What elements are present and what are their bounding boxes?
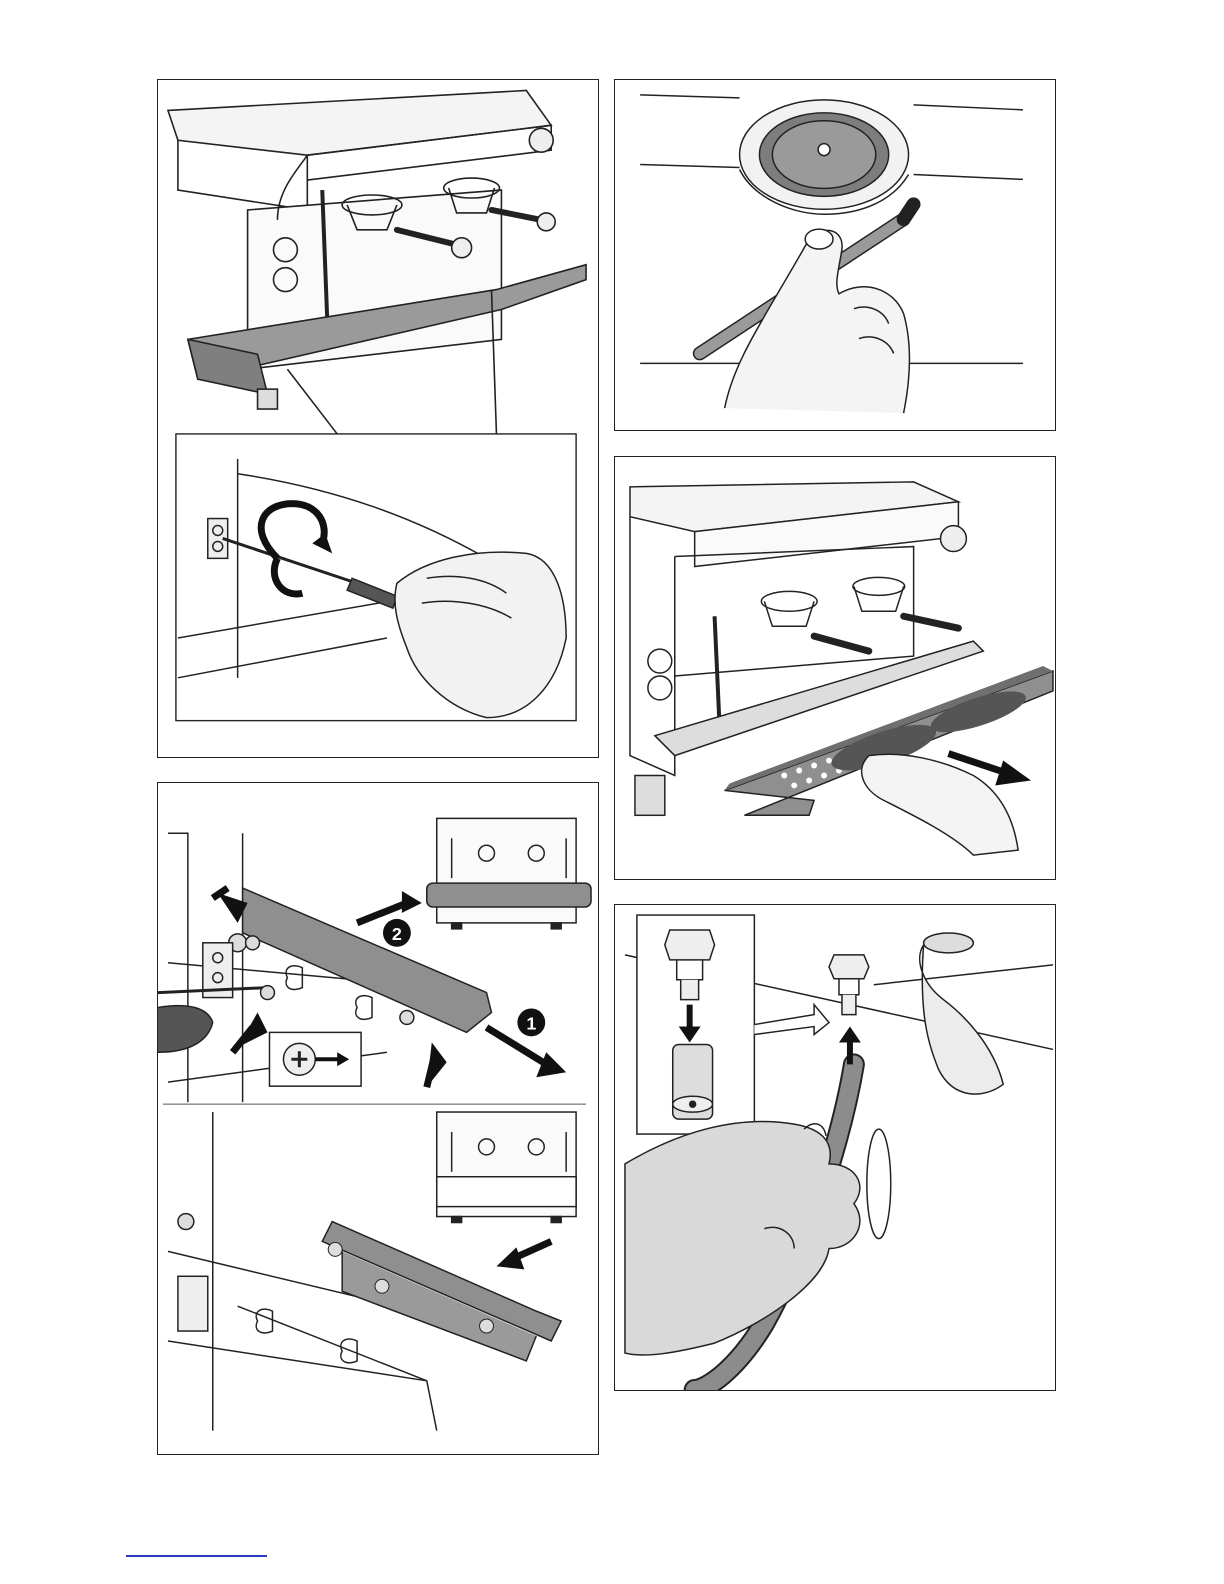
- footer-link-underline[interactable]: [126, 1555, 267, 1557]
- arrow-icon: [496, 1241, 551, 1269]
- filter-holder-illustration: [615, 80, 1055, 430]
- machine-icon-lower: [437, 1112, 576, 1222]
- figure-drip-tray-screw-removal: [157, 79, 599, 758]
- figure-drip-grid-removal: [614, 456, 1056, 880]
- screwdriver-detail-inset: [176, 434, 576, 721]
- step-badge-one: 1: [517, 1009, 545, 1037]
- drip-tray-part: [322, 1222, 561, 1361]
- drain-hose-illustration: [615, 905, 1055, 1390]
- grid-removal-illustration: [615, 457, 1055, 879]
- figure-drain-hose-connection: [614, 904, 1056, 1391]
- espresso-machine-front-illustration: [158, 80, 598, 757]
- step-badge-two: 2: [383, 919, 411, 947]
- machine-icon: [427, 818, 591, 928]
- svg-text:2: 2: [392, 924, 402, 944]
- drip-tray-refit-illustration: 1 2: [158, 783, 598, 1454]
- figure-drip-tray-refit: 1 2: [157, 782, 599, 1455]
- svg-text:1: 1: [526, 1013, 536, 1033]
- screw-head-icon: [269, 1032, 361, 1086]
- figure-filter-holder-cleaning: [614, 79, 1056, 431]
